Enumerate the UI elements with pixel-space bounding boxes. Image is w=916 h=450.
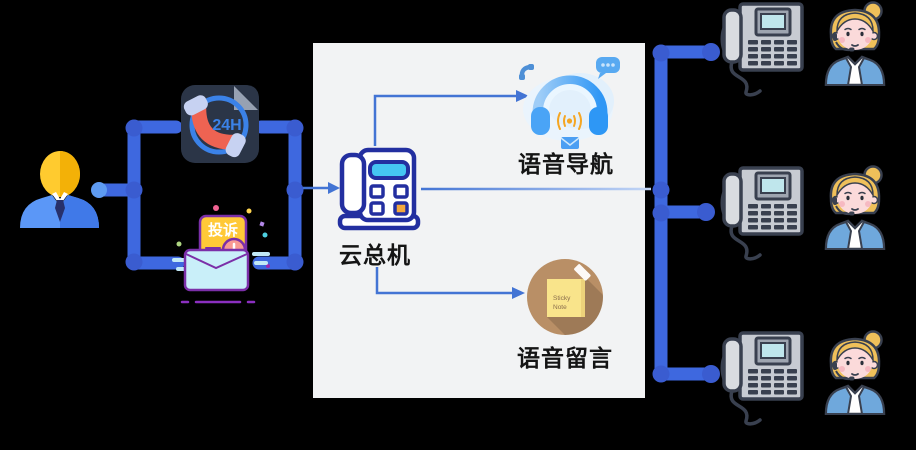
right-joints [652, 43, 720, 383]
sticky-text-1: Sticky [553, 295, 571, 302]
stub-cap [91, 182, 107, 198]
ivr-label: 语音导航 [518, 151, 614, 177]
24h-badge: 24H [212, 117, 241, 134]
pbx-label: 云总机 [339, 242, 411, 268]
agent-row [718, 0, 908, 102]
complaint-letter-icon: 投诉 [172, 205, 270, 304]
operator-icon [824, 330, 886, 415]
pbx-phone-icon [337, 147, 421, 231]
businessman-icon [20, 151, 99, 228]
office-phone-icon [720, 166, 804, 261]
voicemail-label: 语音留言 [517, 345, 613, 371]
operator-icon [824, 165, 886, 250]
arrowheads [328, 90, 529, 299]
agent-row [718, 164, 908, 266]
headset-icon [519, 57, 620, 149]
office-phone-icon [720, 331, 804, 426]
sticky-note-icon: Sticky Note [527, 259, 603, 335]
left-loop-joints [125, 119, 304, 271]
operator-icon [824, 1, 886, 86]
agent-row [718, 329, 908, 431]
sticky-text-2: Note [553, 304, 567, 311]
phone-24h-icon: 24H [181, 85, 259, 163]
office-phone-icon [720, 2, 804, 97]
complaint-card-text: 投诉 [208, 221, 238, 239]
agent-branch-lines [654, 45, 711, 381]
thin-arrows [303, 94, 516, 295]
